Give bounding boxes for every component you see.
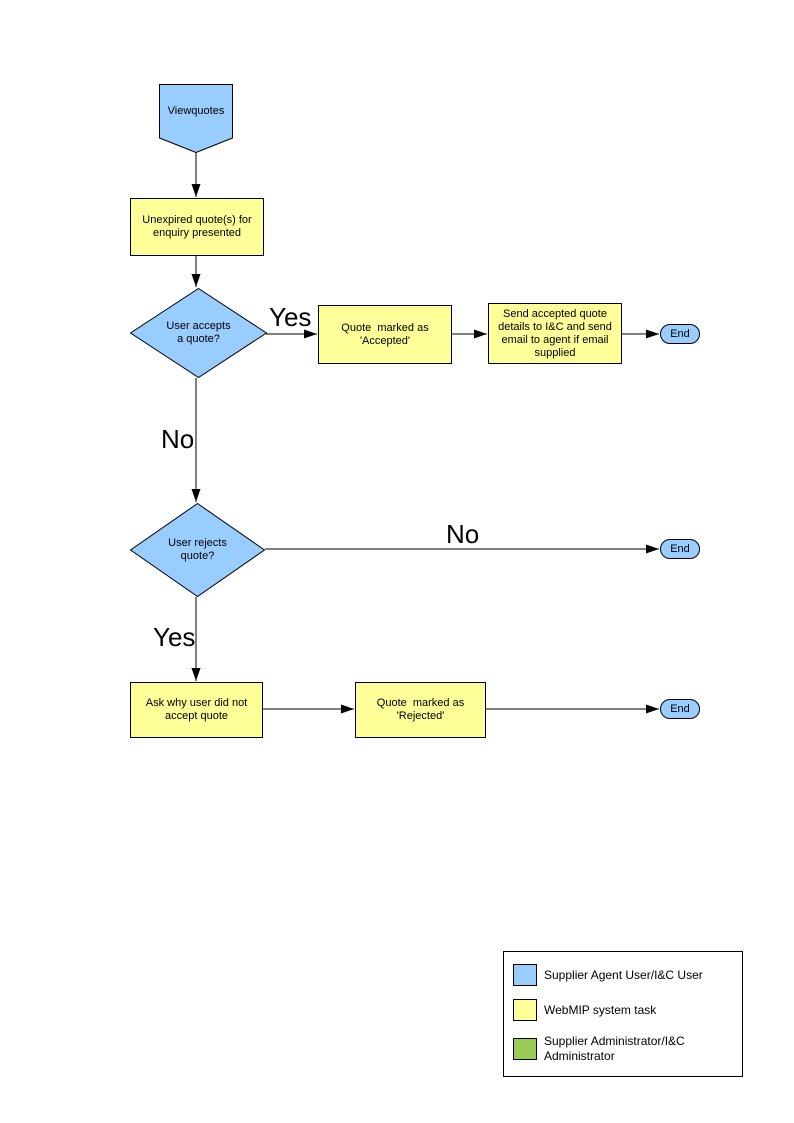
present-quotes-label: Unexpired quote(s) for enquiry presented — [142, 214, 252, 239]
accept-decision-label: User accepts a quote? — [166, 320, 231, 345]
send-details-label: Send accepted quote details to I&C and s… — [498, 307, 612, 359]
legend-label-webmip-task: WebMIP system task — [544, 1002, 657, 1017]
accept-yes-label: Yes — [269, 302, 312, 332]
reject-decision-diamond — [130, 503, 265, 597]
legend: Supplier Agent User/I&C User WebMIP syst… — [503, 951, 743, 1077]
legend-label-supplier-agent: Supplier Agent User/I&C User — [544, 967, 703, 982]
start-label: Viewquotes — [167, 105, 225, 117]
legend-swatch-green — [513, 1038, 537, 1060]
accept-decision-shape — [130, 288, 267, 378]
reject-decision-label: User rejects quote? — [168, 537, 227, 562]
end-rejected-node: End — [660, 699, 700, 719]
end-no-reject-label: End — [670, 543, 690, 555]
reject-no-label: No — [446, 519, 480, 549]
mark-accepted-task: Quote marked as 'Accepted' — [318, 305, 452, 364]
accept-no-label: No — [161, 424, 195, 454]
legend-item-supplier-admin: Supplier Administrator/I&C Administrator — [513, 1034, 734, 1064]
reject-yes-label: Yes — [153, 622, 196, 652]
reject-decision-shape — [130, 503, 265, 597]
ask-why-task: Ask why user did not accept quote — [130, 682, 263, 738]
legend-swatch-blue — [513, 964, 537, 986]
start-pentagon-shape — [159, 84, 233, 153]
mark-accepted-label: Quote marked as 'Accepted' — [341, 321, 429, 347]
send-details-task: Send accepted quote details to I&C and s… — [488, 303, 622, 364]
accept-decision-node: User accepts a quote? — [130, 288, 267, 378]
mark-rejected-label: Quote marked as 'Rejected' — [376, 697, 465, 722]
accept-decision-diamond — [130, 288, 267, 378]
end-rejected-label: End — [670, 703, 690, 715]
end-accepted-node: End — [660, 324, 700, 344]
legend-label-supplier-admin: Supplier Administrator/I&C Administrator — [544, 1034, 685, 1063]
start-pentagon — [159, 84, 233, 153]
ask-why-label: Ask why user did not accept quote — [145, 697, 248, 722]
present-quotes-task: Unexpired quote(s) for enquiry presented — [130, 198, 264, 256]
legend-swatch-yellow — [513, 999, 537, 1021]
legend-item-webmip-task: WebMIP system task — [513, 999, 734, 1021]
mark-rejected-task: Quote marked as 'Rejected' — [355, 682, 486, 738]
end-no-reject-node: End — [660, 539, 700, 559]
reject-decision-node: User rejects quote? — [130, 503, 265, 597]
legend-item-supplier-agent: Supplier Agent User/I&C User — [513, 964, 734, 986]
end-accepted-label: End — [670, 328, 690, 340]
start-node: Viewquotes — [159, 84, 233, 153]
